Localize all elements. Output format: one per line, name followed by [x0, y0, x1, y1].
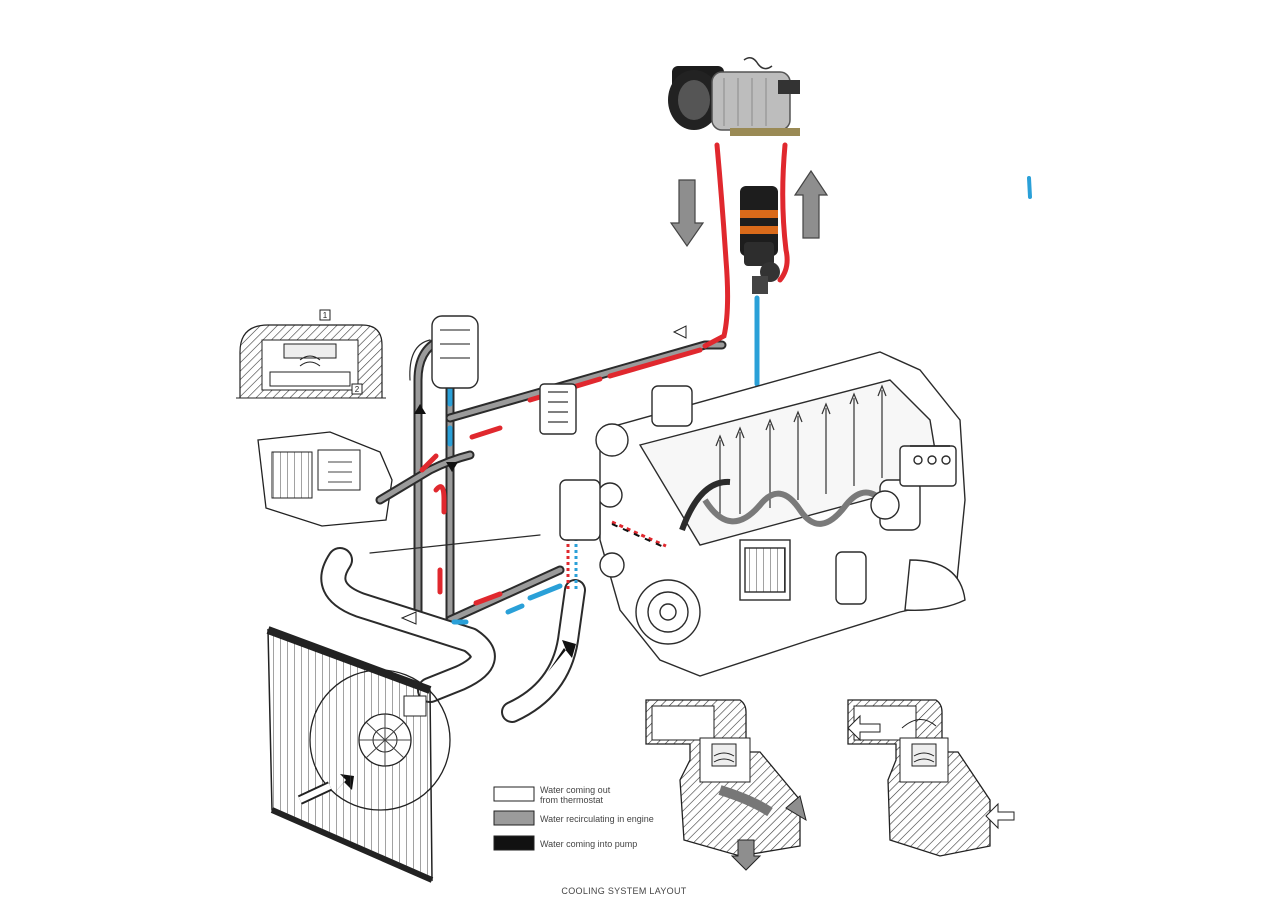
parking-heater — [668, 57, 800, 136]
detail-mark-1: 1 — [323, 311, 328, 320]
thermostat-cutaway-open — [645, 699, 807, 871]
circulation-pump — [740, 186, 780, 294]
engine-block — [431, 315, 966, 677]
legend-item-out: Water coming out from thermostat — [493, 785, 611, 805]
legend-label-recirc: Water recirculating in engine — [540, 814, 654, 824]
thermostat-detail: 1 2 — [236, 309, 386, 399]
legend: Water coming out from thermostat Water r… — [493, 785, 654, 851]
legend-item-pump: Water coming into pump — [493, 835, 637, 851]
legend-label-out-2: from thermostat — [540, 795, 604, 805]
diagram-caption: COOLING SYSTEM LAYOUT — [561, 886, 686, 896]
flow-down-arrow — [669, 179, 705, 248]
return-dash — [611, 520, 667, 548]
cold-line — [447, 295, 760, 625]
radiator — [266, 626, 451, 883]
legend-item-recirc: Water recirculating in engine — [493, 810, 654, 826]
legend-label-out: Water coming out — [540, 785, 611, 795]
cab-heater-box — [257, 431, 393, 527]
flow-up-arrow — [793, 169, 829, 239]
thermostat-cutaway-closed — [847, 699, 1015, 857]
blue-mark — [1027, 176, 1032, 199]
detail-mark-2: 2 — [355, 385, 360, 394]
legend-label-pump: Water coming into pump — [540, 839, 637, 849]
pump-inlet-arrow — [548, 640, 576, 672]
